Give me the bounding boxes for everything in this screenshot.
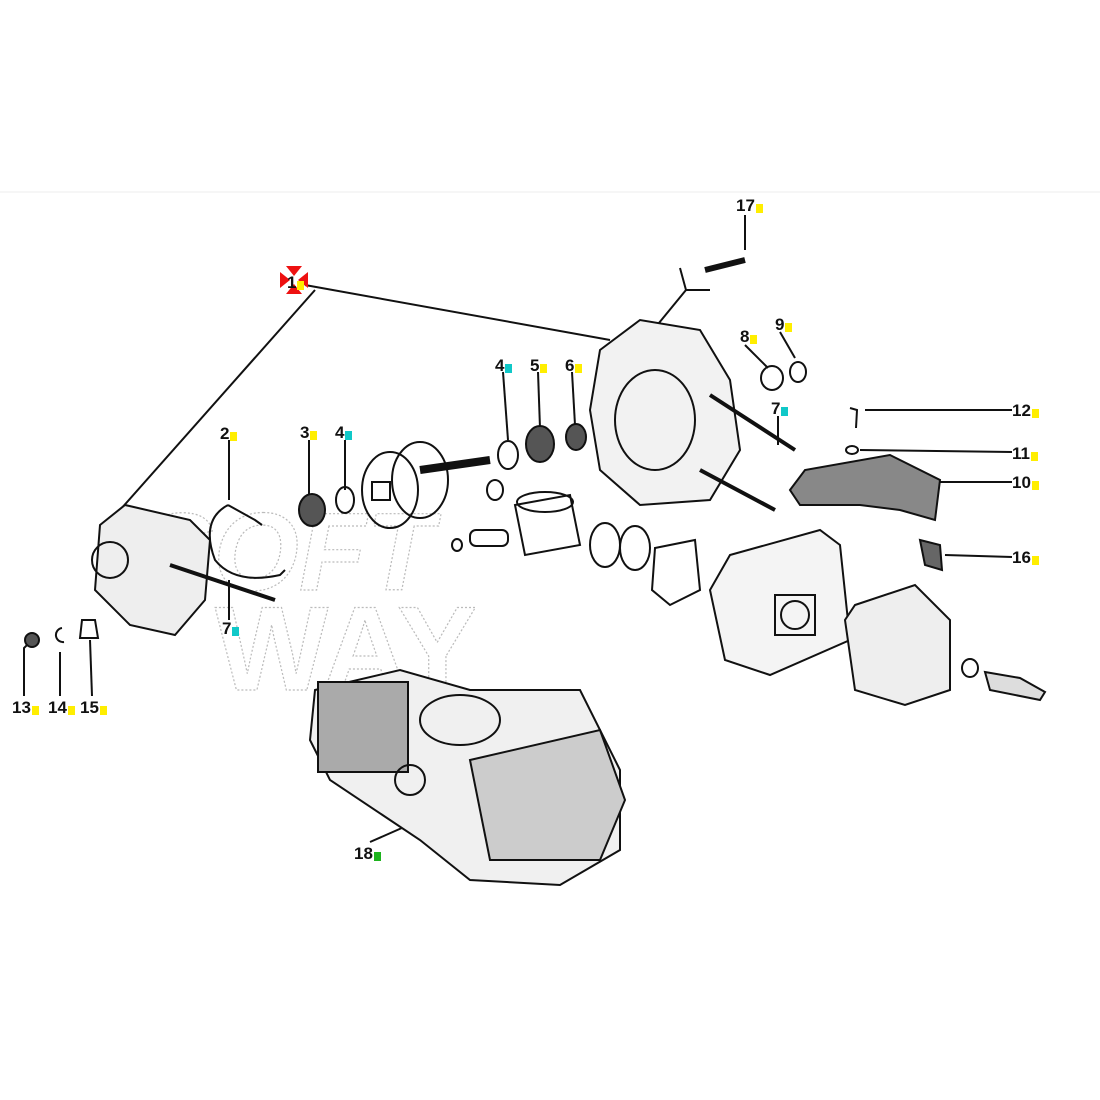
callout-number: 16: [1012, 548, 1031, 567]
callout-14[interactable]: 14: [48, 699, 75, 716]
washer: [845, 445, 859, 455]
cylinder-head: [843, 583, 951, 707]
callout-number: 15: [80, 698, 99, 717]
spark-plug-washer: [961, 658, 979, 678]
callout-7[interactable]: 7: [771, 399, 789, 418]
stud-bolt: [704, 257, 746, 273]
callout-12[interactable]: 12: [1012, 402, 1039, 419]
callout-number: 5: [530, 356, 540, 375]
tab-washer: [78, 619, 100, 639]
cooling-shroud: [788, 453, 942, 522]
callout-number: 13: [12, 698, 31, 717]
lock-washer: [54, 627, 65, 644]
callout-3[interactable]: 3: [300, 423, 318, 442]
tag-cyan: [232, 627, 240, 636]
callout-13[interactable]: 13: [12, 699, 39, 716]
callout-16[interactable]: 16: [1012, 549, 1039, 566]
tag-cyan: [505, 364, 513, 373]
callout-number: 6: [565, 356, 575, 375]
oil-seal: [497, 440, 519, 470]
bushing: [486, 479, 504, 501]
callout-number: 12: [1012, 401, 1031, 420]
callout-number: 2: [220, 424, 230, 443]
callout-number: 8: [740, 327, 750, 346]
tag-yellow: [1031, 409, 1039, 418]
right-crankcase-half: [588, 318, 797, 512]
tag-yellow: [99, 706, 107, 715]
callout-6[interactable]: 6: [565, 356, 583, 375]
piston-assembly: [451, 491, 651, 571]
callout-number: 9: [775, 315, 785, 334]
tag-yellow: [310, 431, 318, 440]
callout-number: 11: [1012, 444, 1030, 463]
callout-9[interactable]: 9: [775, 315, 793, 334]
callout-10[interactable]: 10: [1012, 474, 1039, 491]
callout-number: 17: [736, 196, 755, 215]
tag-yellow: [1031, 481, 1039, 490]
tag-yellow: [1031, 556, 1039, 565]
tag-yellow: [540, 364, 548, 373]
washer: [789, 361, 807, 383]
bearing: [298, 493, 326, 527]
callout-11[interactable]: 11: [1012, 445, 1038, 462]
tag-yellow: [67, 706, 75, 715]
callout-number: 1: [287, 273, 297, 292]
callout-number: 3: [300, 423, 310, 442]
cylinder-gasket: [650, 538, 702, 607]
tag-yellow: [297, 281, 305, 290]
callout-number: 4: [335, 423, 345, 442]
callout-4[interactable]: 4: [495, 356, 513, 375]
nut: [24, 632, 40, 648]
spark-plug: [983, 670, 1047, 702]
callout-18[interactable]: 18: [354, 845, 381, 862]
callout-2[interactable]: 2: [220, 424, 238, 443]
watermark: SOFT WAY: [139, 490, 478, 716]
tag-cyan: [781, 407, 789, 416]
callout-15[interactable]: 15: [80, 699, 107, 716]
oil-seal: [335, 486, 355, 514]
gasket: [208, 504, 286, 579]
callout-number: 10: [1012, 473, 1031, 492]
bearing: [565, 423, 587, 451]
callout-number: 7: [222, 619, 232, 638]
tag-yellow: [750, 335, 758, 344]
crankshaft: [361, 441, 491, 529]
callout-number: 4: [495, 356, 505, 375]
cylinder: [708, 528, 852, 677]
tag-yellow: [575, 364, 583, 373]
tag-yellow: [31, 706, 39, 715]
left-crankcase-half: [91, 503, 276, 637]
callout-1[interactable]: 1: [287, 273, 305, 292]
callout-5[interactable]: 5: [530, 356, 548, 375]
callout-number: 14: [48, 698, 67, 717]
tag-yellow: [230, 432, 238, 441]
bushing: [760, 365, 784, 391]
clip: [918, 538, 944, 572]
callout-number: 7: [771, 399, 781, 418]
tag-yellow: [785, 323, 793, 332]
bearing: [525, 425, 555, 463]
callout-4[interactable]: 4: [335, 423, 353, 442]
callout-number: 18: [354, 844, 373, 863]
tag-green: [373, 852, 381, 861]
tag-yellow: [1030, 452, 1038, 461]
selected-part-marker[interactable]: [280, 266, 308, 294]
screw: [849, 407, 859, 429]
callout-7[interactable]: 7: [222, 619, 240, 638]
callout-17[interactable]: 17: [736, 197, 763, 214]
callout-8[interactable]: 8: [740, 327, 758, 346]
assembled-engine: [308, 668, 627, 887]
tag-yellow: [755, 204, 763, 213]
tag-cyan: [345, 431, 353, 440]
leader-lines: [23, 215, 1013, 843]
